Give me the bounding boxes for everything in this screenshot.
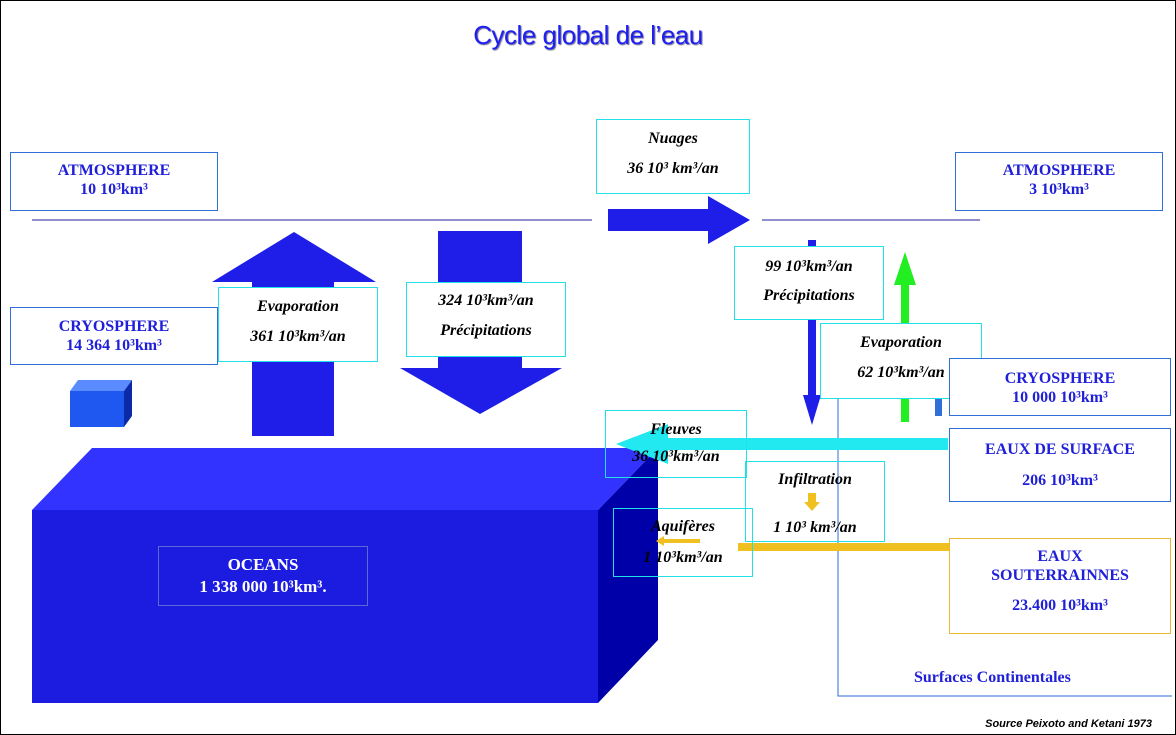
- surface-water-name: EAUX DE SURFACE: [985, 441, 1135, 458]
- infiltration-box: Infiltration 1 10³ km³/an: [745, 461, 885, 542]
- continent-outline: [837, 385, 1172, 697]
- rivers-value: 36 10³km³/an: [632, 448, 720, 465]
- right-precipitation-box: 99 10³km³/an Précipitations: [734, 246, 884, 320]
- right-precipitation-value: 99 10³km³/an: [765, 258, 853, 275]
- ocean-top: [32, 448, 658, 510]
- ice-cube-top: [70, 380, 132, 391]
- aquifer-arrow: [656, 536, 700, 546]
- left-cryosphere-box: CRYOSPHERE 14 364 10³km³: [10, 307, 218, 365]
- infiltration-label: Infiltration: [778, 471, 852, 488]
- right-cryosphere-block: [935, 398, 942, 416]
- right-atmosphere-value: 3 10³km³: [1029, 181, 1089, 198]
- page-title: Cycle global de l’eau: [473, 20, 703, 50]
- left-precipitation-label: Précipitations: [440, 322, 532, 339]
- ocean-front: [32, 510, 598, 703]
- left-evaporation-box: Evaporation 361 10³km³/an: [218, 287, 378, 362]
- left-atmosphere-name: ATMOSPHERE: [57, 162, 171, 179]
- left-precipitation-box: 324 10³km³/an Précipitations: [406, 282, 566, 357]
- ice-cube-front: [70, 391, 124, 427]
- left-cryosphere-name: CRYOSPHERE: [58, 318, 170, 335]
- left-cryosphere-value: 14 364 10³km³: [66, 337, 162, 354]
- aquifers-box: Aquifères 1 10³km³/an: [613, 508, 753, 577]
- infiltration-value: 1 10³ km³/an: [773, 519, 857, 536]
- left-atmosphere-value: 10 10³km³: [80, 181, 148, 198]
- continental-surfaces-label: Surfaces Continentales: [914, 669, 1071, 686]
- oceans-name: OCEANS: [227, 555, 299, 574]
- oceans-box: OCEANS 1 338 000 10³km³.: [158, 546, 368, 606]
- rivers-box: Fleuves 36 10³km³/an: [605, 410, 747, 478]
- groundwater-name-line1: EAUX: [1037, 548, 1083, 565]
- right-evaporation-value: 62 10³km³/an: [857, 364, 945, 381]
- right-atmosphere-box: ATMOSPHERE 3 10³km³: [955, 152, 1163, 211]
- groundwater-box: EAUX SOUTERRAINNES 23.400 10³km³: [949, 538, 1171, 634]
- clouds-label: Nuages: [648, 130, 698, 147]
- clouds-box: Nuages 36 10³ km³/an: [596, 119, 750, 194]
- right-atmosphere-name: ATMOSPHERE: [1002, 162, 1116, 179]
- aquifers-value: 1 10³km³/an: [643, 549, 723, 566]
- surface-water-box: EAUX DE SURFACE 206 10³km³: [949, 428, 1171, 502]
- rivers-label: Fleuves: [650, 421, 702, 438]
- groundwater-name-line2: SOUTERRAINNES: [991, 567, 1129, 584]
- right-cryosphere-name: CRYOSPHERE: [1004, 370, 1116, 387]
- left-evaporation-value: 361 10³km³/an: [250, 328, 346, 345]
- right-precipitation-arrow: [803, 240, 821, 425]
- clouds-value: 36 10³ km³/an: [627, 160, 719, 177]
- right-precipitation-label: Précipitations: [763, 287, 855, 304]
- right-cryosphere-box: CRYOSPHERE 10 000 10³km³: [949, 358, 1171, 416]
- rivers-arrow: [616, 424, 948, 464]
- ice-cube-side: [124, 380, 132, 427]
- groundwater-bar: [738, 543, 950, 551]
- aquifers-label: Aquifères: [651, 518, 715, 535]
- infiltration-arrow: [804, 493, 820, 511]
- right-evaporation-label: Evaporation: [860, 334, 942, 351]
- left-atmosphere-box: ATMOSPHERE 10 10³km³: [10, 152, 218, 211]
- clouds-transfer-arrow: [608, 196, 750, 244]
- oceans-value: 1 338 000 10³km³.: [199, 577, 327, 596]
- source-note: Source Peixoto and Ketani 1973: [985, 718, 1152, 730]
- right-cryosphere-value: 10 000 10³km³: [1012, 389, 1108, 406]
- groundwater-value: 23.400 10³km³: [1012, 597, 1108, 614]
- surface-water-value: 206 10³km³: [1022, 472, 1098, 489]
- left-precipitation-value: 324 10³km³/an: [438, 292, 534, 309]
- left-evaporation-label: Evaporation: [257, 298, 339, 315]
